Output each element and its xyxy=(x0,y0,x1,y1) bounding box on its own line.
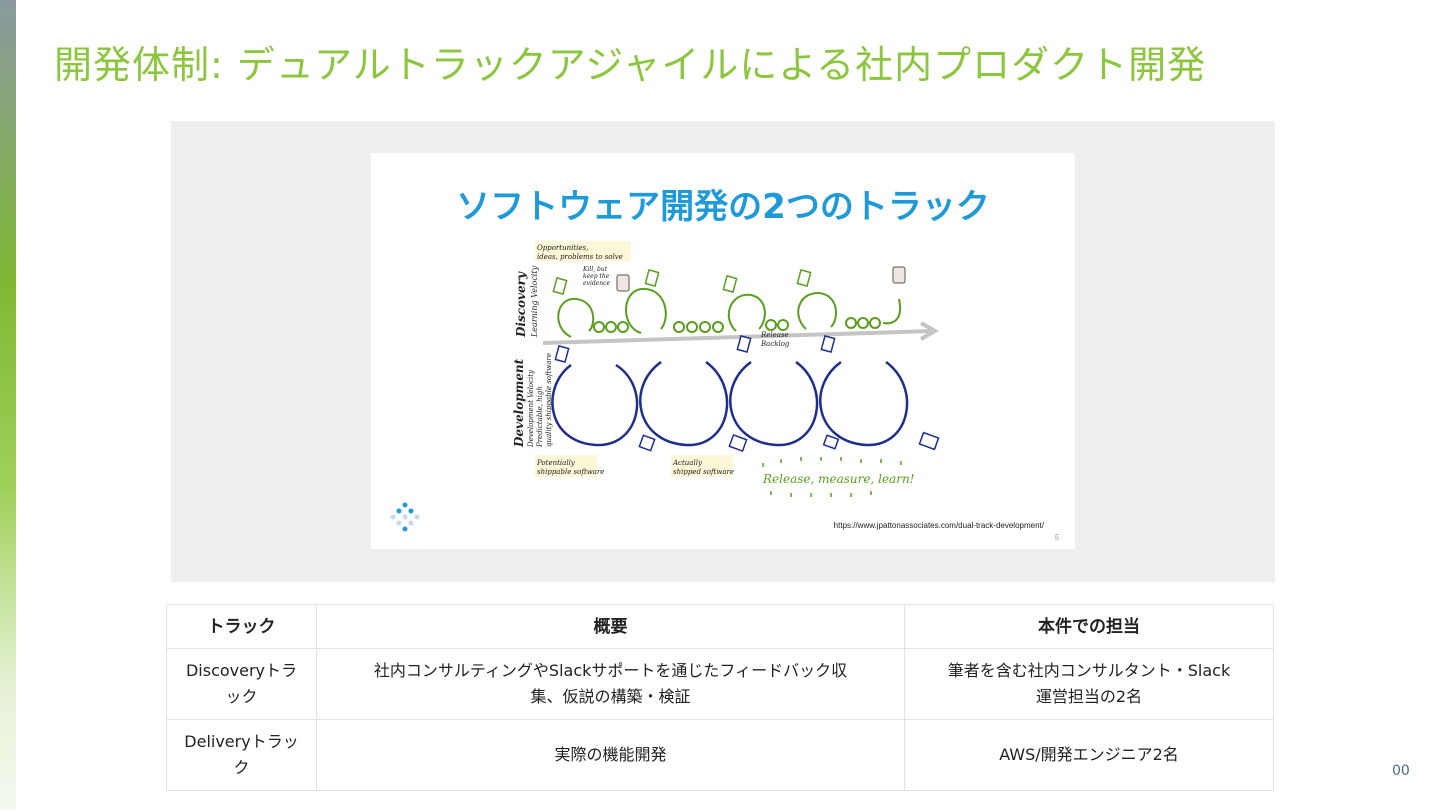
dual-track-diagram: Discovery Learning Velocity Development … xyxy=(512,241,940,497)
cell-track: Discoveryトラ ック xyxy=(166,648,317,720)
header-owner: 本件での担当 xyxy=(904,604,1274,649)
discovery-loops xyxy=(557,287,902,338)
track-table: トラック 概要 本件での担当 Discoveryトラ ック 社内コンサルティング… xyxy=(166,604,1274,791)
source-url: https://www.jpattonassociates.com/dual-t… xyxy=(833,521,1044,530)
cell-summary: 社内コンサルティングやSlackサポートを通じたフィードバック収 集、仮説の構築… xyxy=(316,648,905,720)
timeline-arrowhead xyxy=(920,321,940,341)
side-accent-bar xyxy=(0,0,16,810)
note-release-1: Release xyxy=(760,331,789,339)
cell-line: Discoveryトラ xyxy=(185,661,298,680)
discovery-label: Discovery xyxy=(514,271,528,338)
note-actually-1: Actually xyxy=(672,459,703,467)
cell-line: 社内コンサルティングやSlackサポートを通じたフィードバック収 xyxy=(373,661,848,680)
development-sublabel-1: Development Velocity xyxy=(527,369,535,448)
timeline-arrow xyxy=(542,329,934,345)
slide-page-number: 00 xyxy=(1392,763,1410,779)
discovery-sublabel: Learning Velocity xyxy=(530,265,539,338)
cell-summary: 実際の機能開発 xyxy=(316,719,905,791)
development-label: Development xyxy=(512,358,526,448)
cell-line: 運営担当の2名 xyxy=(1035,687,1143,706)
note-opportunities-2: ideas, problems to solve xyxy=(537,253,623,261)
header-summary: 概要 xyxy=(316,604,905,649)
note-kill-2: keep the xyxy=(583,273,610,280)
development-sublabel-3: quality shippable software xyxy=(545,353,553,447)
cell-line: Deliveryトラッ xyxy=(184,732,299,751)
cell-track: Deliveryトラッ ク xyxy=(166,719,317,791)
embedded-slide: ソフトウェア開発の2つのトラック Discovery Learning Velo… xyxy=(371,153,1075,549)
release-measure-sparkle xyxy=(762,457,902,497)
cell-line: AWS/開発エンジニア2名 xyxy=(999,745,1179,764)
table-header-row: トラック 概要 本件での担当 xyxy=(166,604,1274,649)
trash-can-icons xyxy=(616,266,906,292)
development-artifacts xyxy=(554,335,940,452)
note-release-2: Backlog xyxy=(760,340,790,348)
table-row: Discoveryトラ ック 社内コンサルティングやSlackサポートを通じたフ… xyxy=(166,648,1274,720)
embedded-page-number: 5 xyxy=(1054,533,1059,542)
slide-title: 開発体制: デュアルトラックアジャイルによる社内プロダクト開発 xyxy=(54,43,1207,87)
note-release-measure-learn: Release, measure, learn! xyxy=(762,472,915,486)
note-potentially-1: Potentially xyxy=(536,459,576,467)
note-potentially-2: shippable software xyxy=(537,468,604,476)
discovery-cards xyxy=(552,269,812,295)
cell-line: ック xyxy=(225,687,258,706)
table-row: Deliveryトラッ ク 実際の機能開発 AWS/開発エンジニア2名 xyxy=(166,719,1274,791)
embedded-slide-title: ソフトウェア開発の2つのトラック xyxy=(456,187,990,227)
development-sublabel-2: Predictable, high xyxy=(536,386,544,448)
cell-owner: 筆者を含む社内コンサルタント・Slack 運営担当の2名 xyxy=(904,648,1274,720)
cell-line: ク xyxy=(233,758,250,777)
note-kill-1: Kill, but xyxy=(582,266,608,273)
note-actually-2: shipped software xyxy=(673,468,734,476)
note-kill-3: evidence xyxy=(583,280,610,287)
cell-owner: AWS/開発エンジニア2名 xyxy=(904,719,1274,791)
development-loops xyxy=(551,360,909,447)
cell-line: 筆者を含む社内コンサルタント・Slack xyxy=(947,661,1231,680)
header-track: トラック xyxy=(166,604,317,649)
cell-line: 集、仮説の構築・検証 xyxy=(530,687,691,706)
company-logo-icon xyxy=(390,502,420,532)
illustration-panel: ソフトウェア開発の2つのトラック Discovery Learning Velo… xyxy=(171,121,1275,582)
cell-line: 実際の機能開発 xyxy=(554,745,667,764)
note-opportunities-1: Opportunities, xyxy=(537,244,588,252)
